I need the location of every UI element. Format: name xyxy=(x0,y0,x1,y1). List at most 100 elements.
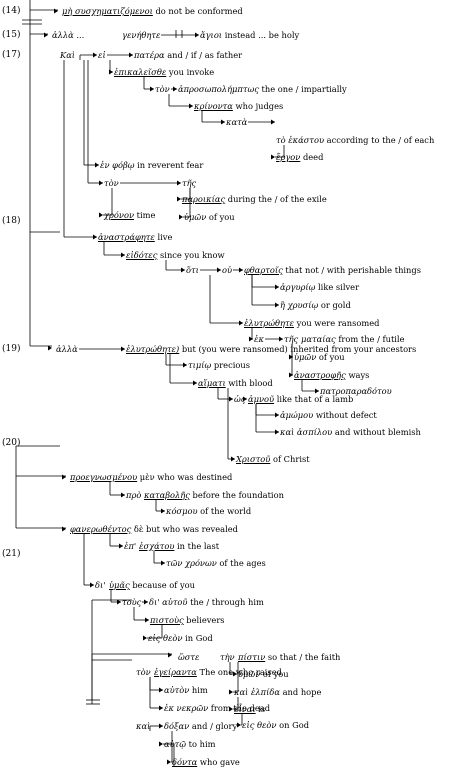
diagram-node: ἀναστροφῆς ways xyxy=(294,370,369,380)
diagram-node: οὐ xyxy=(222,265,232,275)
english-gloss: because of you xyxy=(129,580,196,590)
diagram-node: ἐλυτρώθητε you were ransomed xyxy=(244,318,379,328)
greek-word: ἐκ νεκρῶν xyxy=(164,703,209,713)
diagram-node: ὅτι xyxy=(186,265,199,275)
diagram-node: αὐτῷ to him xyxy=(164,739,215,749)
verse-number: (18) xyxy=(2,216,21,226)
arrow-head xyxy=(231,456,235,462)
greek-word: ἀμνοῦ xyxy=(248,394,275,404)
arrow-head xyxy=(271,154,275,160)
greek-word: τοὺς xyxy=(122,597,142,607)
diagram-node: ἅγιοι instead ... be holy xyxy=(200,30,299,40)
english-gloss: precious xyxy=(211,360,250,370)
diagram-node: χρόνον time xyxy=(104,210,155,220)
greek-word: τὸν xyxy=(155,84,170,94)
arrow-head xyxy=(275,302,279,308)
english-gloss: like silver xyxy=(315,282,360,292)
greek-word: χρόνον xyxy=(104,210,134,220)
arrow-head xyxy=(161,508,165,514)
arrow-head xyxy=(44,32,48,38)
arrow-head xyxy=(48,345,52,351)
verse-number: (19) xyxy=(2,344,21,354)
arrow-head xyxy=(95,162,99,168)
diagram-node: δι' αὐτοῦ the / through him xyxy=(149,597,264,607)
greek-word: κατὰ xyxy=(226,117,248,127)
diagram-node: ἀπροσωπολήμπτως the one / impartially xyxy=(178,84,347,94)
english-gloss: without defect xyxy=(313,410,377,420)
diagram-node: ἐπ' xyxy=(124,541,136,551)
verse-number: (14) xyxy=(2,6,21,16)
arrow-head xyxy=(275,284,279,290)
english-gloss: The one who raised xyxy=(196,667,282,677)
arrow-head xyxy=(54,8,58,14)
greek-word: ὅτι xyxy=(186,265,199,275)
arrow-head xyxy=(62,526,66,532)
diagram-node: ἐσχάτου in the last xyxy=(139,541,219,551)
arrow-head xyxy=(121,346,125,352)
arrow-head xyxy=(179,214,183,220)
english-gloss: μὲν who was destined xyxy=(137,472,233,482)
greek-word: ἅγιοι xyxy=(200,30,223,40)
english-gloss: ways xyxy=(345,370,370,380)
diagram-node: ὥστε xyxy=(178,652,199,662)
arrow-head xyxy=(249,336,253,342)
diagram-node: τῶν χρόνων of the ages xyxy=(166,558,266,568)
english-gloss: on God xyxy=(276,720,310,730)
english-gloss: of you xyxy=(206,212,235,222)
arrow-head xyxy=(229,706,233,712)
diagram-node: ὑμῶν of you xyxy=(294,352,345,362)
diagram-node: τὸν xyxy=(155,84,170,94)
diagram-node: τὸ ἑκάστου according to the / of each xyxy=(276,135,434,145)
arrow-head xyxy=(289,354,293,360)
greek-word: πρὸ xyxy=(126,490,142,500)
diagram-node: ἀργυρίῳ like silver xyxy=(280,282,359,292)
diagram-node: καταβολῆς before the foundation xyxy=(144,490,284,500)
arrow-head xyxy=(121,252,125,258)
greek-word: ἢ χρυσίῳ xyxy=(280,300,319,310)
diagram-node: ἀμώμου without defect xyxy=(280,410,377,420)
diagram-node: τιμίῳ precious xyxy=(188,360,250,370)
arrow-head xyxy=(189,103,193,109)
diagram-node: τὴν xyxy=(220,652,235,662)
greek-word: εἰς θεὸν xyxy=(148,633,183,643)
english-gloss: live xyxy=(154,232,173,242)
greek-word: ἀναστροφῆς xyxy=(294,370,346,380)
greek-word: μὴ συσχηματιζόμενοι xyxy=(62,6,153,16)
diagram-node: ὡς xyxy=(234,394,245,404)
english-gloss: you invoke xyxy=(166,67,215,77)
greek-word: παροικίας xyxy=(182,194,226,204)
greek-word: ἐλυτρώθητε xyxy=(244,318,294,328)
english-gloss: in the last xyxy=(174,541,220,551)
greek-word: ἐλυτρώθητε) xyxy=(126,344,180,354)
greek-word: ἀμώμου xyxy=(280,410,314,420)
arrow-head xyxy=(93,52,97,58)
arrow-head xyxy=(168,652,172,658)
greek-word: ἀλλὰ xyxy=(56,344,78,354)
greek-word: ὑμῶν xyxy=(184,212,207,222)
diagram-node: πατέρα and / if / as father xyxy=(134,50,242,60)
diagram-node: ἔργον deed xyxy=(276,152,323,162)
greek-word: τῆς xyxy=(284,334,299,344)
english-gloss: or gold xyxy=(318,300,351,310)
verse-number: (15) xyxy=(2,30,21,40)
greek-word: τῶν χρόνων xyxy=(166,558,217,568)
arrow-head xyxy=(177,196,181,202)
greek-word: ἐσχάτου xyxy=(139,541,175,551)
arrow-head xyxy=(159,723,163,729)
greek-word: τὸ ἑκάστου xyxy=(276,135,325,145)
english-gloss: δὲ but who was revealed xyxy=(131,524,238,534)
greek-word: ἀπροσωπολήμπτως xyxy=(178,84,259,94)
greek-word: πατροπαραδότου xyxy=(320,386,392,396)
arrow-head xyxy=(275,412,279,418)
diagram-node: φθαρτοῖς that not / with perishable thin… xyxy=(244,265,421,275)
diagram-node: ἐκ xyxy=(254,334,264,344)
english-gloss: but (you were ransomed) inherited from y… xyxy=(179,344,417,354)
greek-word: εἰδότες xyxy=(126,250,158,260)
english-gloss: from the dead xyxy=(208,703,271,713)
english-gloss: do not be conformed xyxy=(152,6,243,16)
diagram-node: πίστιν so that / the faith xyxy=(238,652,340,662)
english-gloss: and hope xyxy=(279,687,322,697)
arrow-head xyxy=(275,429,279,435)
